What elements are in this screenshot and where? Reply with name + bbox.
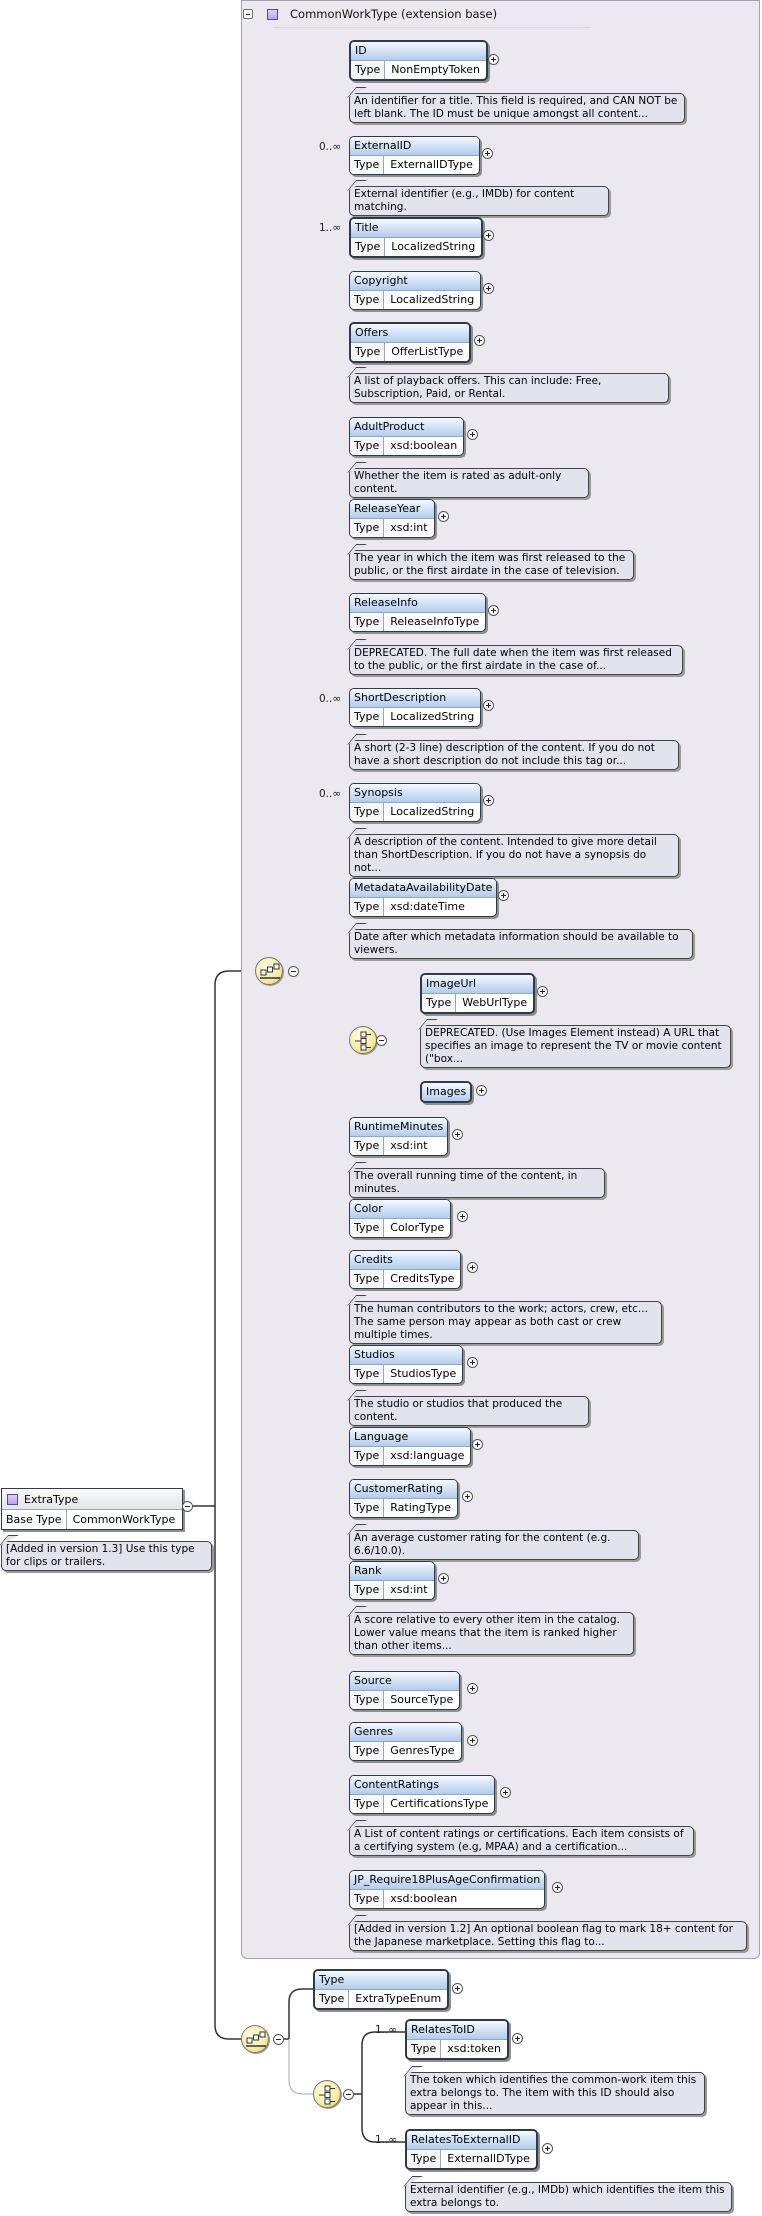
element-note: The studio or studios that produced the … (349, 1396, 589, 1426)
base-type-label: Base Type (2, 1510, 67, 1529)
expand-icon[interactable] (462, 1491, 473, 1502)
sequence-compositor-icon[interactable] (255, 957, 283, 985)
base-type-value: CommonWorkType (72, 1513, 176, 1526)
complex-type-icon (7, 1493, 18, 1505)
multiplicity-label: 1..∞ (375, 2134, 398, 2146)
element-images[interactable]: Images (420, 1081, 473, 1103)
element-note: DEPRECATED. The full date when the item … (349, 645, 683, 675)
expand-icon[interactable] (498, 890, 509, 901)
extension-title: CommonWorkType (extension base) (290, 7, 498, 21)
collapse-circle-icon[interactable] (343, 2089, 354, 2100)
element-note: A list of playback offers. This can incl… (349, 373, 669, 403)
sequence-compositor-icon[interactable] (241, 2025, 269, 2053)
multiplicity-label: 0..∞ (319, 693, 342, 705)
expand-icon[interactable] (542, 2143, 553, 2154)
element-note: A List of content ratings or certificati… (349, 1826, 694, 1856)
expand-icon[interactable] (552, 1882, 563, 1893)
expand-icon[interactable] (467, 1735, 478, 1746)
element-note: An identifier for a title. This field is… (349, 93, 685, 123)
expand-icon[interactable] (467, 1262, 478, 1273)
expand-icon[interactable] (512, 2033, 523, 2044)
expand-icon[interactable] (537, 986, 548, 997)
element-note: External identifier (e.g., IMDb) for con… (349, 186, 609, 216)
expand-icon[interactable] (488, 605, 499, 616)
expand-icon[interactable] (472, 1439, 483, 1450)
element-note: A short (2-3 line) description of the co… (349, 740, 679, 770)
expand-icon[interactable] (438, 1573, 449, 1584)
root-note: [Added in version 1.3] Use this type for… (1, 1541, 212, 1571)
element-note: A description of the content. Intended t… (349, 834, 679, 877)
multiplicity-label: 1..∞ (375, 2024, 398, 2036)
extension-header: CommonWorkType (extension base) (243, 2, 497, 26)
multiplicity-label: 1..∞ (319, 222, 342, 234)
expand-icon[interactable] (467, 1683, 478, 1694)
collapse-circle-icon[interactable] (182, 1501, 193, 1512)
element-note: Whether the item is rated as adult-only … (349, 468, 589, 498)
expand-icon[interactable] (438, 511, 449, 522)
element-note: Date after which metadata information sh… (349, 929, 693, 959)
collapse-toggle-icon[interactable] (243, 9, 253, 19)
expand-icon[interactable] (467, 1357, 478, 1368)
expand-icon[interactable] (474, 335, 485, 346)
collapse-circle-icon[interactable] (273, 2034, 284, 2045)
element-note: The overall running time of the content,… (349, 1168, 605, 1198)
multiplicity-label: 0..∞ (319, 141, 342, 153)
root-type-name: ExtraType (24, 1492, 79, 1506)
expand-icon[interactable] (483, 795, 494, 806)
element-note: External identifier (e.g., IMDb) which i… (405, 2182, 732, 2212)
element-note: [Added in version 1.2] An optional boole… (349, 1921, 747, 1951)
expand-icon[interactable] (500, 1787, 511, 1798)
collapse-circle-icon[interactable] (288, 966, 299, 977)
expand-icon[interactable] (452, 1129, 463, 1140)
complex-type-icon (267, 8, 278, 20)
expand-icon[interactable] (483, 283, 494, 294)
element-note: The human contributors to the work; acto… (349, 1301, 662, 1344)
expand-icon[interactable] (457, 1211, 468, 1222)
element-note: The token which identifies the common-wo… (405, 2072, 705, 2115)
expand-icon[interactable] (467, 429, 478, 440)
element-note: DEPRECATED. (Use Images Element instead)… (420, 1025, 731, 1068)
element-note: A score relative to every other item in … (349, 1612, 634, 1655)
element-note: An average customer rating for the conte… (349, 1530, 639, 1560)
root-type-box[interactable]: ExtraType Base Type CommonWorkType (1, 1488, 183, 1530)
choice-compositor-icon[interactable] (349, 1026, 377, 1054)
multiplicity-label: 0..∞ (319, 788, 342, 800)
header-divider (273, 27, 591, 28)
expand-icon[interactable] (483, 230, 494, 241)
collapse-circle-icon[interactable] (376, 1035, 387, 1046)
expand-icon[interactable] (482, 148, 493, 159)
choice-compositor-icon[interactable] (313, 2080, 341, 2108)
expand-icon[interactable] (452, 1983, 463, 1994)
expand-icon[interactable] (476, 1085, 487, 1096)
element-note: The year in which the item was first rel… (349, 550, 634, 580)
expand-icon[interactable] (483, 700, 494, 711)
expand-icon[interactable] (488, 54, 499, 65)
